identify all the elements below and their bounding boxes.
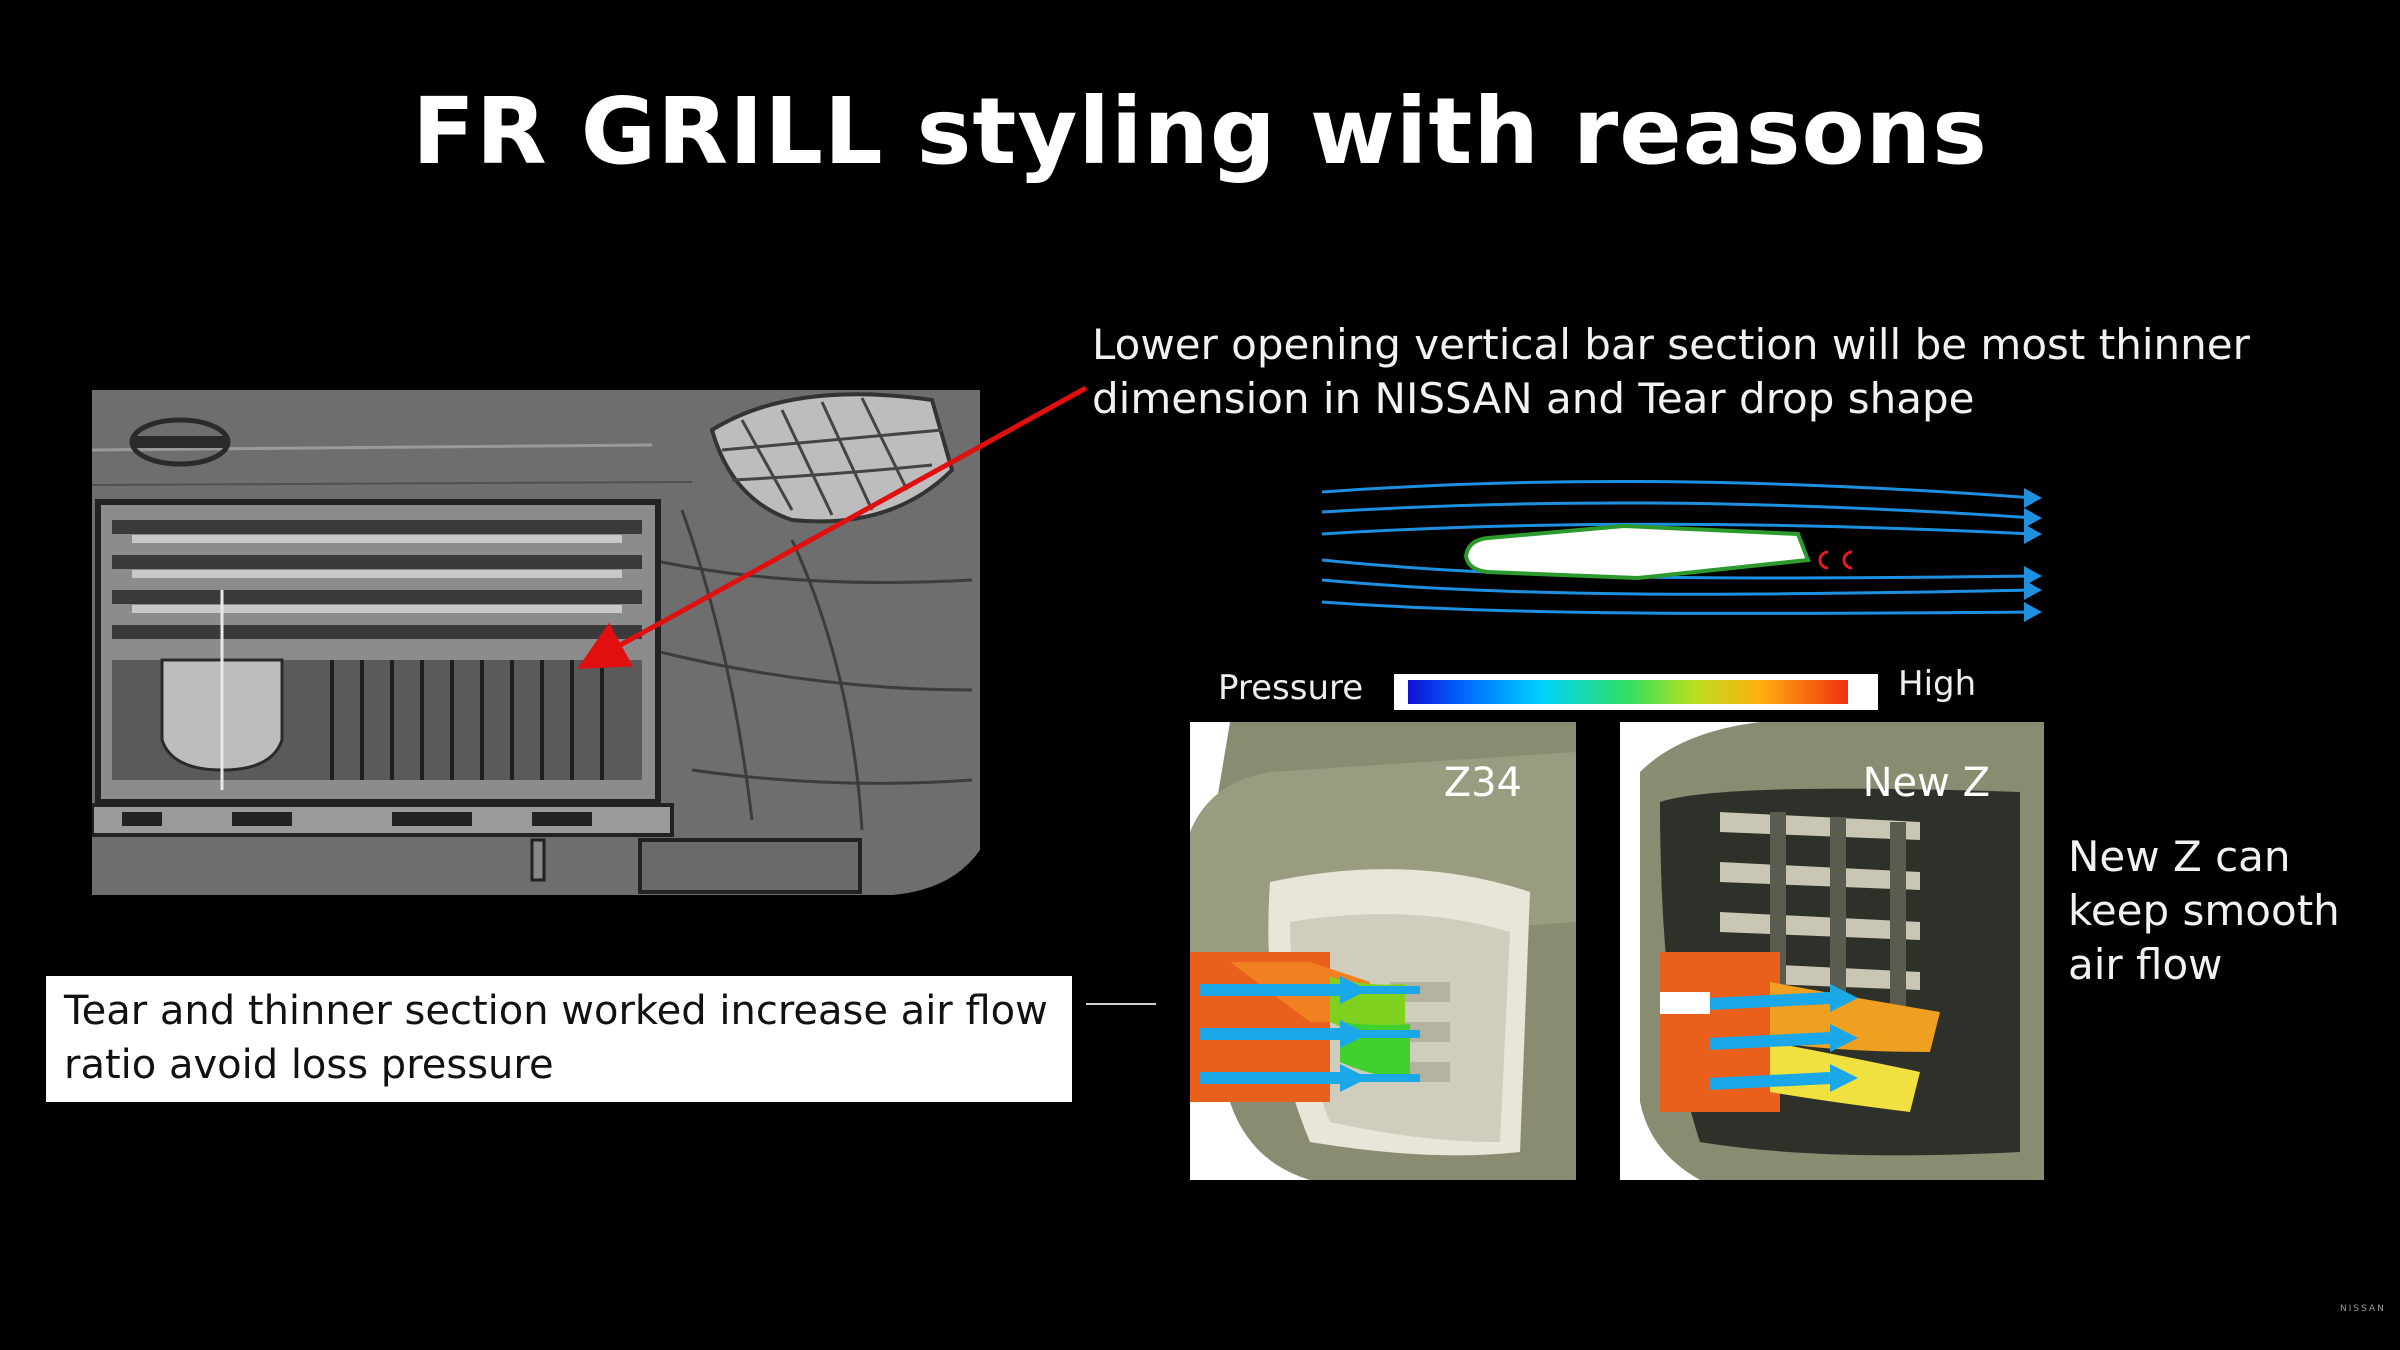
- arrow-right-icon: [2024, 488, 2042, 622]
- pressure-scale-low-label: Pressure: [1218, 668, 1364, 708]
- slide-title: FR GRILL styling with reasons: [412, 78, 1988, 185]
- grille-drawing: [92, 390, 980, 902]
- brand-mark: NISSAN: [2340, 1304, 2386, 1314]
- pressure-color-scale: [1394, 674, 1878, 710]
- callout-top-text: Lower opening vertical bar section will …: [1092, 320, 2250, 423]
- cfd-panel-z34: Z34: [1190, 722, 1576, 1180]
- panel-label-z34: Z34: [1443, 760, 1522, 806]
- airfoil-streamline-diagram: [1321, 479, 2042, 622]
- note-box: Tear and thinner section worked increase…: [46, 976, 1072, 1102]
- side-note: New Z can keep smooth air flow: [2068, 832, 2340, 989]
- nissan-logo-icon: [129, 417, 231, 467]
- cfd-panel-new-z: New Z: [1620, 722, 2044, 1180]
- pressure-scale-high-label: High: [1898, 664, 1977, 704]
- cfd-image-z34: [1190, 722, 1576, 1180]
- cfd-image-new-z: [1620, 722, 2044, 1180]
- panel-label-new-z: New Z: [1862, 760, 1990, 806]
